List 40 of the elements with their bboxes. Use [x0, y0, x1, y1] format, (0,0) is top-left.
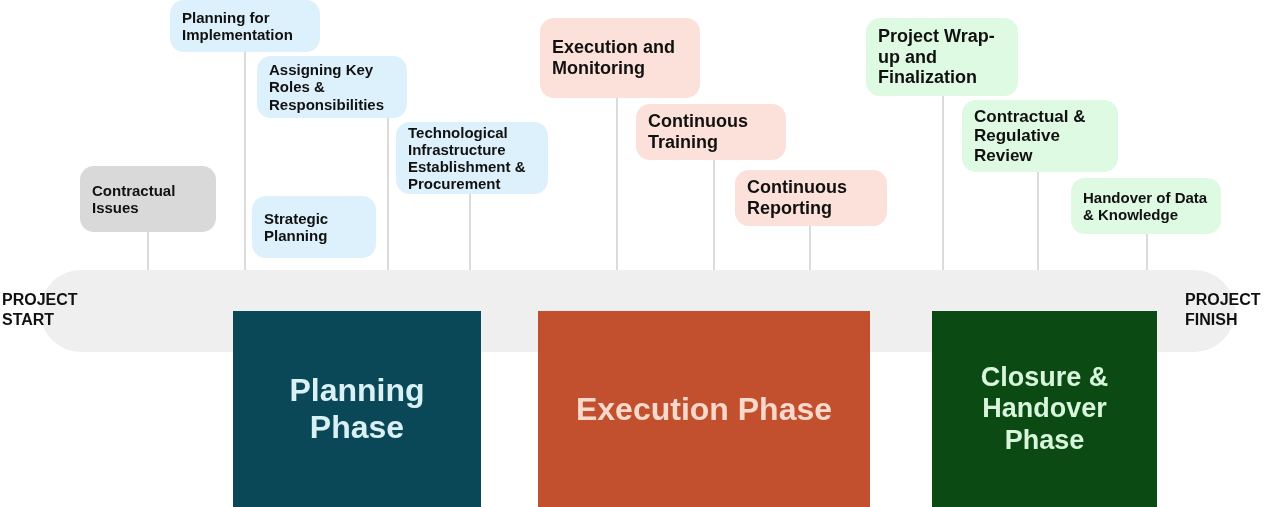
leader-line [244, 51, 246, 271]
task-label: Strategic Planning [264, 209, 330, 245]
timeline-end-label: PROJECT FINISH [1185, 290, 1262, 330]
phase-block [538, 311, 870, 507]
leader-line [469, 193, 471, 271]
leader-line [1146, 233, 1148, 271]
task-card [540, 18, 700, 98]
phase-title: Closure & Handover Phase [979, 362, 1110, 456]
phase-title: Execution Phase [575, 390, 833, 428]
task-label: Execution and Monitoring [552, 37, 677, 79]
task-card [257, 56, 407, 118]
phase-block [233, 311, 481, 507]
task-label: Assigning Key Roles & Responsibilities [269, 61, 386, 113]
task-label: Technological Infrastructure Establishment & Procurement [408, 123, 527, 193]
task-card [735, 170, 887, 226]
task-card [636, 104, 786, 160]
task-label: Continuous Training [648, 111, 749, 153]
task-card [170, 0, 320, 52]
leader-line [1037, 171, 1039, 271]
leader-line [713, 159, 715, 271]
task-card [866, 18, 1018, 96]
task-label: Contractual & Regulative Review [974, 106, 1087, 166]
phase-block [932, 311, 1157, 507]
task-card [1071, 178, 1221, 234]
task-card [396, 122, 548, 194]
leader-line [942, 95, 944, 271]
leader-line [147, 231, 149, 271]
timeline-end-label: PROJECT START [2, 290, 79, 330]
leader-line [387, 117, 389, 271]
task-card [252, 196, 376, 258]
task-card [80, 166, 216, 232]
leader-line [809, 225, 811, 271]
phase-title: Planning Phase [288, 372, 426, 446]
leader-line [616, 97, 618, 271]
task-card [962, 100, 1118, 172]
task-label: Project Wrap-up and Finalization [878, 25, 996, 89]
task-label: Planning for Implementation [182, 8, 294, 44]
task-label: Handover of Data & Knowledge [1083, 188, 1209, 224]
task-label: Continuous Reporting [747, 177, 848, 219]
task-label: Contractual Issues [92, 181, 177, 217]
